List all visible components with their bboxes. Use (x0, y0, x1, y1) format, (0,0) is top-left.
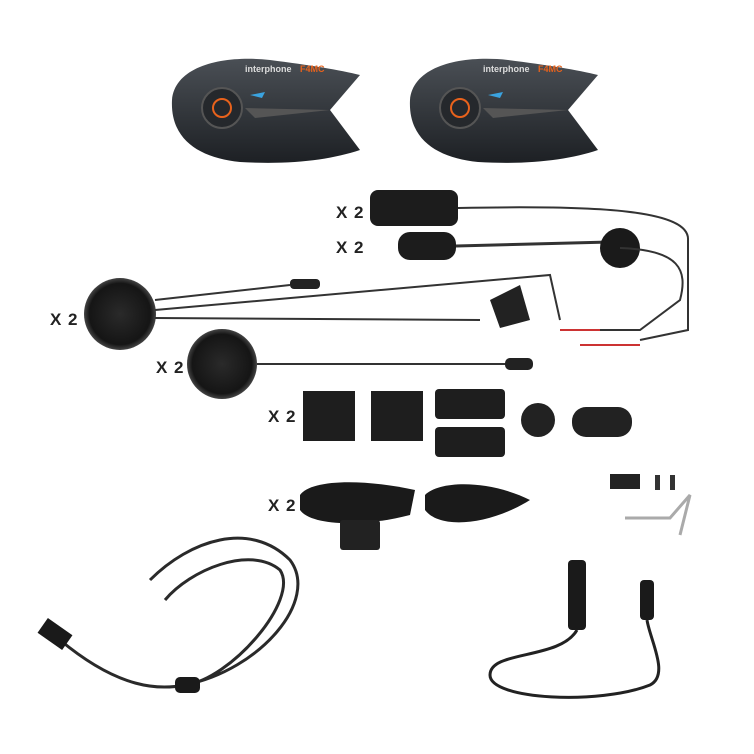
quantity-label: X 2 (50, 310, 79, 329)
quantity-label: X 2 (268, 496, 297, 515)
screws-and-key (610, 474, 692, 536)
quantity-label: X 2 (336, 238, 365, 257)
model-text: F4MC (300, 64, 325, 74)
splitter-charging-cable (37, 536, 300, 693)
intercom-unit-left: interphone F4MC (171, 58, 360, 163)
intercom-unit-right: interphone F4MC (409, 58, 598, 163)
flat-microphone (370, 190, 690, 341)
velcro-pads (303, 389, 632, 457)
boom-microphone (398, 228, 684, 346)
mounting-clips (300, 482, 530, 550)
speaker-pair (84, 273, 561, 399)
brand-text: interphone (483, 64, 530, 74)
quantity-label: X 2 (268, 407, 297, 426)
brand-text: interphone (245, 64, 292, 74)
model-text: F4MC (538, 64, 563, 74)
quantity-label: X 2 (156, 358, 185, 377)
quantity-label: X 2 (336, 203, 365, 222)
usb-charging-cable (488, 560, 661, 699)
